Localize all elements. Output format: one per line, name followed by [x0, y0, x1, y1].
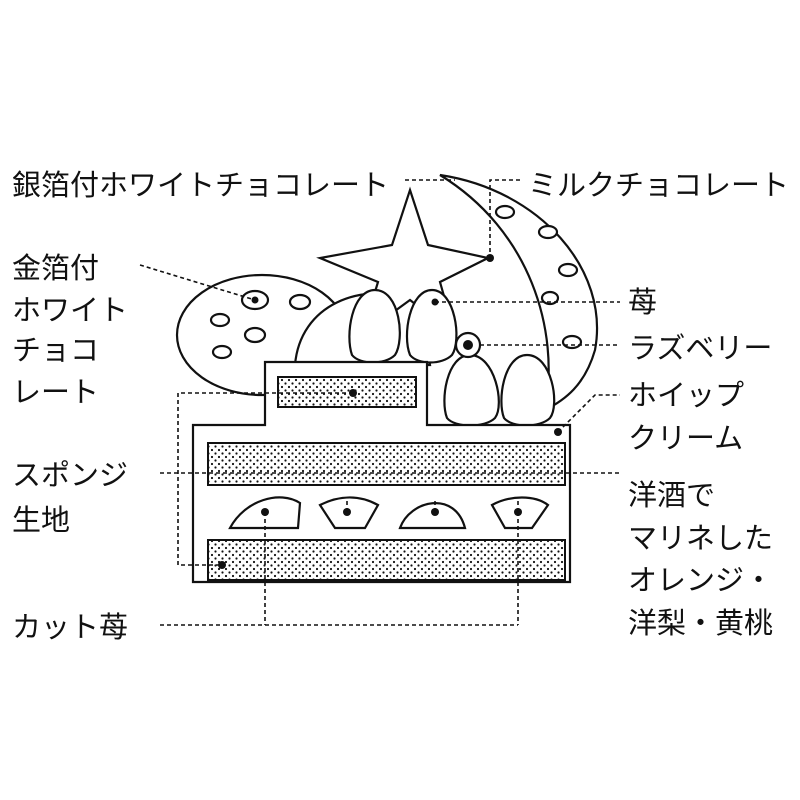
label-marinated-fruit-4: 洋梨・黄桃 — [628, 606, 773, 640]
label-silver-white-chocolate: 銀箔付ホワイトチョコレート — [12, 168, 389, 202]
leader-lines — [139, 179, 620, 626]
label-whipped-cream-1: ホイップ — [628, 378, 744, 412]
label-cut-strawberry: カット苺 — [12, 610, 128, 644]
label-sponge-2: 生地 — [12, 503, 70, 537]
label-whipped-cream-2: クリーム — [628, 421, 743, 455]
sponge-top-tier — [277, 376, 417, 408]
moon-spots — [494, 204, 583, 350]
label-gold-white-chocolate-4: レート — [12, 375, 99, 409]
label-sponge-1: スポンジ — [12, 458, 128, 492]
label-gold-white-chocolate-1: 金箔付 — [12, 251, 99, 285]
label-gold-white-chocolate-2: ホワイト — [12, 293, 128, 327]
strawberries — [348, 288, 556, 427]
label-marinated-fruit-2: マリネした — [628, 521, 773, 555]
silver-white-chocolate-star — [316, 186, 492, 338]
label-strawberry: 苺 — [628, 285, 657, 319]
label-raspberry: ラズベリー — [628, 331, 772, 365]
label-marinated-fruit-1: 洋酒で — [628, 478, 715, 512]
label-marinated-fruit-3: オレンジ・ — [628, 563, 773, 597]
sponge-layer-upper — [207, 442, 566, 486]
label-gold-white-chocolate-3: チョコ — [12, 333, 99, 367]
sponge-layer-lower — [207, 539, 566, 581]
oval-spots — [209, 289, 312, 360]
label-milk-chocolate: ミルクチョコレート — [528, 168, 789, 202]
